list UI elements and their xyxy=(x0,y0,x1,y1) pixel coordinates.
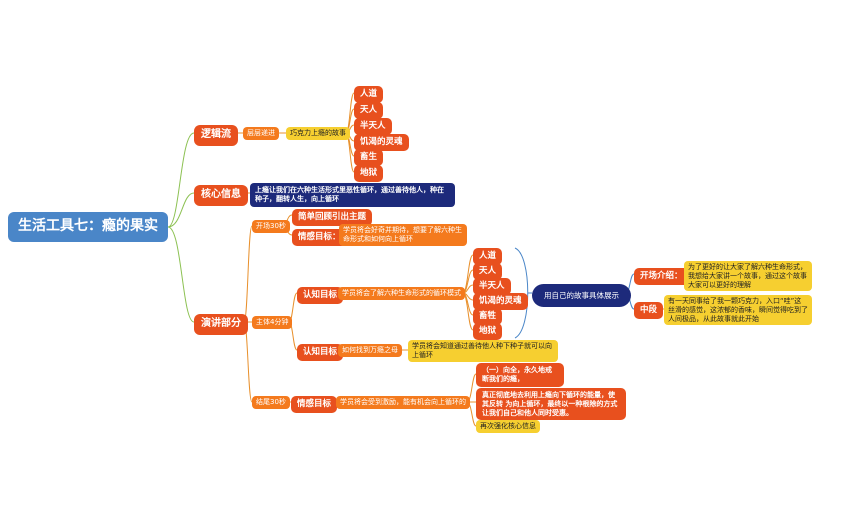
realm-item[interactable]: 畜生 xyxy=(354,149,384,166)
body-realm-item[interactable]: 半天人 xyxy=(473,278,511,295)
realm-item[interactable]: 地狱 xyxy=(354,165,384,182)
story-opening-text[interactable]: 为了更好的让大家了解六种生命形式，我想给大家讲一个故事，通过这个故事大家可以更好… xyxy=(684,261,812,292)
ending-point[interactable]: 真正彻底地去利用上瘾向下循环的能量，使其反转 为向上循环，最终以一种根除的方式让… xyxy=(476,388,626,421)
opening-emotion-label[interactable]: 情感目标： xyxy=(292,229,347,246)
body-node[interactable]: 主体4分钟 xyxy=(252,316,293,329)
speech-part-node[interactable]: 演讲部分 xyxy=(194,314,248,335)
body-realm-item[interactable]: 天人 xyxy=(473,263,503,280)
realm-item[interactable]: 人道 xyxy=(354,86,384,103)
goal2-label[interactable]: 认知目标 xyxy=(297,344,344,361)
opening-intro-node[interactable]: 简单回顾引出主题 xyxy=(292,209,373,226)
ending-emotion-label[interactable]: 情感目标 xyxy=(291,396,338,413)
realm-item[interactable]: 饥渴的灵魂 xyxy=(354,134,409,151)
ending-point[interactable]: 再次强化核心信息 xyxy=(476,420,540,433)
realm-item[interactable]: 天人 xyxy=(354,102,384,119)
core-message-text[interactable]: 上瘾让我们在六种生活形式里恶性循环，通过善待他人，种在种子，翻转人生，向上循环 xyxy=(250,183,455,207)
ending-point[interactable]: （一）向全，永久地戒断我们的瘾， xyxy=(476,363,564,387)
story-middle-text[interactable]: 有一天同事给了我一颗巧克力，入口“哇”这丝滑的感觉，这浓郁的香味，瞬间觉得吃到了… xyxy=(664,295,812,326)
goal2-text[interactable]: 如何找到万瘾之母 xyxy=(338,344,402,357)
body-realm-item[interactable]: 畜牲 xyxy=(473,308,503,325)
body-realm-item[interactable]: 人道 xyxy=(473,248,503,265)
goal1-label[interactable]: 认知目标 xyxy=(297,287,344,304)
ending-emotion-text[interactable]: 学员将会受到激励，能有机会向上循环的 xyxy=(336,396,470,409)
goal2-detail[interactable]: 学员将会知道通过善待他人种下种子就可以向上循环 xyxy=(408,340,558,362)
story-node[interactable]: 巧克力上瘾的故事 xyxy=(286,127,350,140)
story-opening-label[interactable]: 开场介绍： xyxy=(634,268,689,285)
opening-emotion-text[interactable]: 学员将会好奇并期待，想要了解六种生命形式和如何向上循环 xyxy=(339,224,467,246)
root-topic[interactable]: 生活工具七：瘾的果实 xyxy=(8,212,168,242)
opening-node[interactable]: 开场30秒 xyxy=(252,220,290,233)
goal1-text[interactable]: 学员将会了解六种生命形式的循环模式 xyxy=(338,287,465,300)
own-story-node[interactable]: 用自己的故事具体展示 xyxy=(532,284,631,308)
core-message-node[interactable]: 核心信息 xyxy=(194,185,248,206)
realm-item[interactable]: 半天人 xyxy=(354,118,392,135)
story-middle-label[interactable]: 中段 xyxy=(634,302,664,319)
ending-node[interactable]: 结尾30秒 xyxy=(252,396,290,409)
logic-flow-node[interactable]: 逻辑流 xyxy=(194,125,238,146)
body-realm-item[interactable]: 地狱 xyxy=(473,323,503,340)
body-realm-item[interactable]: 饥渴的灵魂 xyxy=(473,293,528,310)
logic-sub-node[interactable]: 层层递进 xyxy=(243,127,279,140)
